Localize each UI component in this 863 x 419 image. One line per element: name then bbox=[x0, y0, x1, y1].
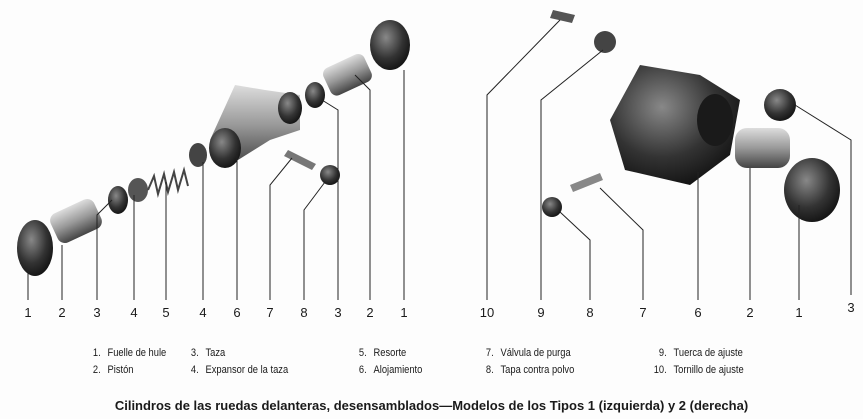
part-number: 7 bbox=[639, 305, 647, 320]
part-number: 3 bbox=[93, 305, 101, 320]
legend-text: Tuerca de ajuste bbox=[673, 347, 743, 359]
cup-part bbox=[108, 186, 128, 214]
legend-text: Tapa contra polvo bbox=[500, 364, 575, 376]
bleeder-valve-part bbox=[570, 173, 603, 192]
legend-text: Taza bbox=[205, 347, 226, 359]
part-number: 1 bbox=[24, 305, 32, 320]
cup-part bbox=[305, 82, 325, 108]
legend-number: 8. bbox=[485, 364, 494, 376]
part-number: 6 bbox=[694, 305, 702, 320]
rubber-boot-part bbox=[784, 158, 840, 222]
rubber-boot-part bbox=[17, 220, 53, 276]
legend-column: 5. Resorte 6. Alojamiento bbox=[348, 345, 422, 379]
bleeder-valve-part bbox=[284, 150, 316, 170]
piston-part bbox=[50, 198, 102, 244]
part-number: 2 bbox=[366, 305, 374, 320]
legend-column: 9. Tuerca de ajuste 10. Tornillo de ajuste bbox=[648, 345, 744, 379]
legend-text: Válvula de purga bbox=[500, 347, 571, 359]
housing-bore bbox=[209, 128, 241, 168]
figure-caption: Cilindros de las ruedas delanteras, dese… bbox=[114, 398, 749, 413]
part-number: 2 bbox=[58, 305, 66, 320]
part-number: 1 bbox=[795, 305, 803, 320]
legend-column: 1. Fuelle de hule 2. Pistón bbox=[82, 345, 166, 379]
part-number: 3 bbox=[334, 305, 342, 320]
type1-parts bbox=[17, 20, 410, 276]
dust-cap-part bbox=[320, 165, 340, 185]
legend-number: 3. bbox=[190, 347, 199, 359]
housing-part bbox=[610, 65, 740, 185]
legend-text: Expansor de la taza bbox=[205, 364, 289, 376]
part-number: 1 bbox=[400, 305, 408, 320]
legend-number: 7. bbox=[485, 347, 494, 359]
adjusting-screw-part bbox=[550, 10, 575, 23]
part-number: 3 bbox=[847, 300, 855, 315]
legend-number: 2. bbox=[92, 364, 101, 376]
legend-number: 10. bbox=[653, 364, 667, 376]
legend-text: Resorte bbox=[373, 347, 407, 359]
cup-expander-part bbox=[189, 143, 207, 167]
legend-text: Tornillo de ajuste bbox=[673, 364, 744, 376]
legend-number: 1. bbox=[92, 347, 101, 359]
part-number: 5 bbox=[162, 305, 170, 320]
part-number: 4 bbox=[199, 305, 207, 320]
legend-text: Pistón bbox=[107, 364, 134, 376]
cup-expander-part bbox=[128, 178, 148, 202]
adjusting-nut-part bbox=[594, 31, 616, 53]
part-number: 9 bbox=[537, 305, 545, 320]
part-number: 8 bbox=[300, 305, 308, 320]
part-number: 4 bbox=[130, 305, 138, 320]
leader-lines bbox=[27, 19, 852, 300]
part-number: 8 bbox=[586, 305, 594, 320]
legend-column: 3. Taza 4. Expansor de la taza bbox=[180, 345, 288, 379]
legend-number: 6. bbox=[358, 364, 367, 376]
part-number: 2 bbox=[746, 305, 754, 320]
part-number: 7 bbox=[266, 305, 274, 320]
piston-part bbox=[323, 53, 372, 96]
rubber-boot-part bbox=[370, 20, 410, 70]
legend-number: 9. bbox=[658, 347, 667, 359]
legend-text: Alojamiento bbox=[373, 364, 423, 376]
piston-part bbox=[735, 128, 790, 168]
housing-bore bbox=[278, 92, 302, 124]
cup-part bbox=[764, 89, 796, 121]
legend-number: 4. bbox=[190, 364, 199, 376]
legend-text: Fuelle de hule bbox=[107, 347, 167, 359]
type2-parts bbox=[542, 10, 840, 222]
housing-bore bbox=[697, 94, 733, 146]
part-number: 10 bbox=[479, 305, 495, 320]
part-number: 6 bbox=[233, 305, 241, 320]
legend-number: 5. bbox=[358, 347, 367, 359]
legend-column: 7. Válvula de purga 8. Tapa contra polvo bbox=[475, 345, 574, 379]
spring-part bbox=[147, 166, 189, 198]
dust-cap-part bbox=[542, 197, 562, 217]
